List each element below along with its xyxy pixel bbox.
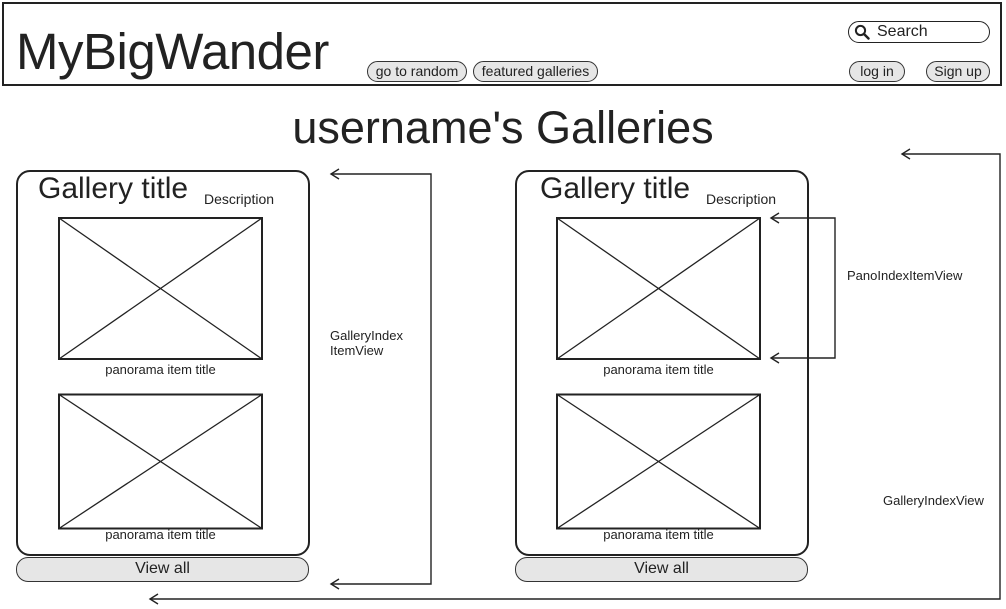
panorama-item-title[interactable]: panorama item title — [105, 362, 216, 377]
pano-item-view-bracket — [771, 217, 836, 359]
view-all-button[interactable]: View all — [515, 557, 808, 582]
panorama-thumbnail[interactable] — [556, 390, 761, 533]
gallery-card[interactable]: Gallery title Description panorama item … — [515, 170, 809, 556]
gallery-item-view-bracket — [331, 173, 432, 585]
search-input[interactable]: Search — [848, 21, 990, 43]
login-button[interactable]: log in — [849, 61, 905, 82]
gallery-description: Description — [204, 191, 275, 207]
signup-button[interactable]: Sign up — [926, 61, 990, 82]
page-title: username's Galleries — [292, 102, 714, 153]
panorama-item-title[interactable]: panorama item title — [603, 362, 714, 377]
site-logo[interactable]: MyBigWander — [16, 23, 329, 80]
featured-galleries-button[interactable]: featured galleries — [473, 61, 598, 82]
gallery-index-view-label: GalleryIndexView — [883, 493, 984, 508]
panorama-item-title[interactable]: panorama item title — [105, 527, 216, 542]
gallery-card[interactable]: Gallery title Description panorama item … — [16, 170, 310, 556]
gallery-title[interactable]: Gallery title — [38, 172, 189, 205]
view-all-button[interactable]: View all — [16, 557, 309, 582]
search-placeholder: Search — [877, 23, 928, 40]
gallery-index-view-bracket — [150, 153, 1001, 600]
gallery-description: Description — [706, 191, 777, 207]
panorama-thumbnail[interactable] — [556, 217, 761, 360]
search-icon — [854, 24, 870, 40]
go-to-random-button[interactable]: go to random — [367, 61, 467, 82]
panorama-thumbnail[interactable] — [58, 390, 263, 533]
gallery-title[interactable]: Gallery title — [540, 172, 691, 205]
panorama-thumbnail[interactable] — [58, 217, 263, 360]
gallery-index-item-view-label: GalleryIndex ItemView — [330, 328, 403, 358]
pano-index-item-view-label: PanoIndexItemView — [847, 268, 963, 283]
panorama-item-title[interactable]: panorama item title — [603, 527, 714, 542]
